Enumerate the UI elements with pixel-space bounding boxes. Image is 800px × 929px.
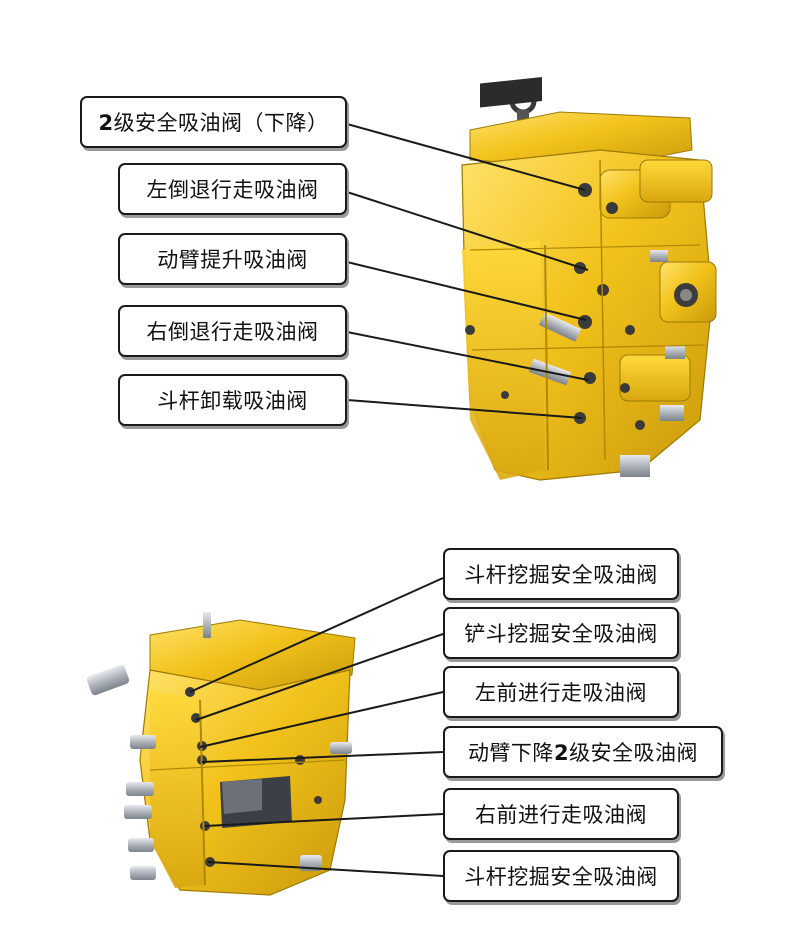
bottom-leader-lines — [189, 577, 444, 877]
label-bottom-1: 斗杆挖掘安全吸油阀 — [443, 548, 679, 600]
label-text: 右前进行走吸油阀 — [475, 803, 647, 827]
label-text: 左倒退行走吸油阀 — [146, 178, 319, 202]
leader-line — [346, 123, 586, 191]
label-top-2: 左倒退行走吸油阀 — [118, 163, 347, 215]
leader-line — [189, 577, 444, 693]
label-bottom-6: 斗杆挖掘安全吸油阀 — [443, 850, 679, 902]
label-top-1: 2级安全吸油阀（下降） — [80, 96, 347, 148]
label-text: 斗杆卸载吸油阀 — [157, 389, 308, 413]
top-control-valve-image — [461, 77, 717, 481]
label-text: 右倒退行走吸油阀 — [146, 320, 319, 344]
leader-line — [199, 691, 444, 748]
leader-line — [195, 633, 444, 721]
leader-line — [346, 331, 589, 381]
bottom-control-valve-image — [86, 612, 356, 896]
label-text: 左前进行走吸油阀 — [475, 681, 647, 705]
label-bottom-2: 铲斗挖掘安全吸油阀 — [443, 607, 679, 659]
leader-line — [201, 751, 444, 763]
label-text: 动臂提升吸油阀 — [157, 248, 308, 272]
label-bottom-3: 左前进行走吸油阀 — [443, 666, 679, 718]
label-bottom-5: 右前进行走吸油阀 — [443, 788, 679, 840]
label-top-3: 动臂提升吸油阀 — [118, 233, 347, 285]
leader-line — [204, 813, 444, 827]
leader-line — [346, 191, 589, 271]
top-leader-lines — [346, 123, 589, 419]
label-top-5: 斗杆卸载吸油阀 — [118, 374, 347, 426]
leader-line — [346, 261, 587, 321]
label-bottom-4: 动臂下降2级安全吸油阀 — [443, 726, 723, 778]
leader-line — [346, 399, 583, 419]
label-text: 斗杆挖掘安全吸油阀 — [464, 563, 658, 587]
label-text: 铲斗挖掘安全吸油阀 — [464, 622, 658, 646]
label-text: 2级安全吸油阀（下降） — [98, 111, 329, 135]
leader-line — [207, 861, 444, 877]
label-text: 斗杆挖掘安全吸油阀 — [464, 865, 658, 889]
label-top-4: 右倒退行走吸油阀 — [118, 305, 347, 357]
label-text: 动臂下降2级安全吸油阀 — [467, 741, 699, 765]
